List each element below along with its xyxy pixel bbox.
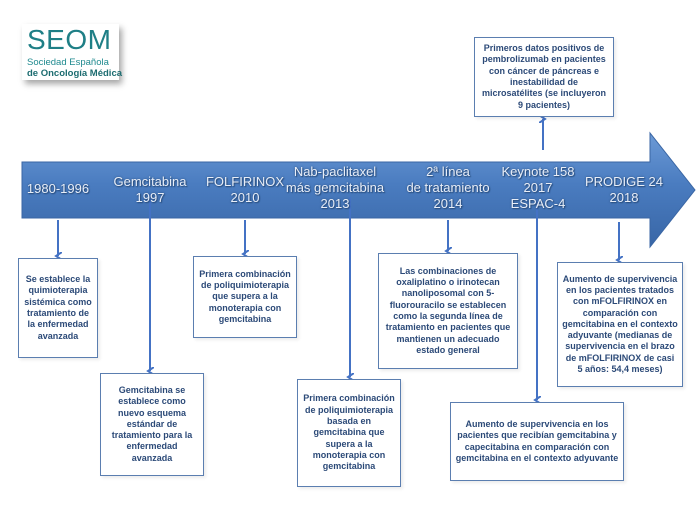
milestone-label-line: 2014 xyxy=(433,196,463,211)
milestone-description-box: Se establece la quimioterapia sistémica … xyxy=(18,258,98,358)
milestone-description-box-text: Aumento de supervivencia en los paciente… xyxy=(562,273,678,375)
milestone-description-box-text: Las combinaciones de oxaliplatino o irin… xyxy=(385,265,511,355)
milestone-description-box-text: Gemcitabina se establece como nuevo esqu… xyxy=(111,384,193,463)
logo-subtitle-2: de Oncología Médica xyxy=(27,68,123,79)
milestone-label-line: 2013 xyxy=(320,196,350,211)
milestone-label-line: más gemcitabina xyxy=(285,180,385,195)
milestone-description-box-upper-text: Primeros datos positivos de pembrolizuma… xyxy=(481,43,607,110)
milestone-description-box: Primera combinación de poliquimioterapia… xyxy=(297,379,401,487)
milestone-description-box-text: Aumento de supervivencia en los paciente… xyxy=(455,418,619,463)
milestone-description-box-text: Primera combinación de poliquimioterapia… xyxy=(199,268,291,324)
milestone-label-line: 2017 xyxy=(523,180,553,195)
milestone-description-box: Gemcitabina se establece como nuevo esqu… xyxy=(100,373,204,476)
milestone-label-line: de tratamiento xyxy=(406,180,490,195)
seom-logo: SEOM Sociedad Española de Oncología Médi… xyxy=(22,24,123,80)
milestone-label-line: 1980-1996 xyxy=(26,181,90,196)
milestone-label-line: Nab-paclitaxel xyxy=(293,164,377,179)
milestone-label-line: 2018 xyxy=(609,190,639,205)
milestone-description-box-text: Primera combinación de poliquimioterapia… xyxy=(303,393,395,472)
milestone-label-line: PRODIGE 24 xyxy=(584,174,664,189)
milestone-description-box: Primera combinación de poliquimioterapia… xyxy=(193,256,297,338)
connectors xyxy=(58,119,619,400)
milestone-label: 1980-1996 xyxy=(27,181,89,197)
milestone-description-box: Aumento de supervivencia en los paciente… xyxy=(557,262,683,387)
milestone-description-box: Aumento de supervivencia en los paciente… xyxy=(450,402,624,481)
logo-subtitle-1: Sociedad Española xyxy=(27,57,109,68)
logo-wordmark: SEOM xyxy=(27,24,112,55)
timeline-arrow xyxy=(21,131,696,249)
milestone-label-line: FOLFIRINOX xyxy=(205,174,285,189)
milestone-label-line: 2010 xyxy=(230,190,260,205)
milestone-label-line: ESPAC-4 xyxy=(510,196,566,211)
milestone-label-line: 1997 xyxy=(135,190,165,205)
milestone-label-line: Keynote 158 xyxy=(501,164,575,179)
milestone-description-box-upper: Primeros datos positivos de pembrolizuma… xyxy=(474,37,614,117)
milestone-label-line: Gemcitabina xyxy=(113,174,187,189)
milestone-label-line: 2ª línea xyxy=(426,164,470,179)
milestone-description-box: Las combinaciones de oxaliplatino o irin… xyxy=(378,253,518,369)
milestone-description-box-text: Se establece la quimioterapia sistémica … xyxy=(24,274,92,341)
